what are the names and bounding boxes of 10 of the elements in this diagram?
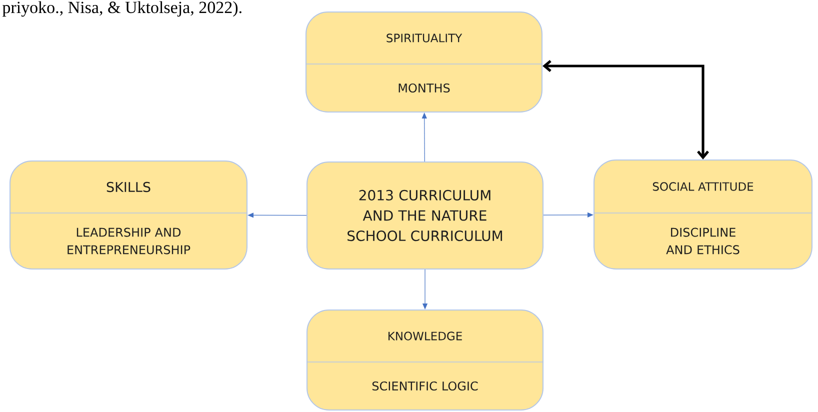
arrow: [422, 112, 427, 162]
rounded-box: SPIRITUALITY MONTHS: [306, 12, 542, 112]
arrow: [248, 212, 307, 218]
rounded-box: 2013 CURRICULUM AND THE NATURE SCHOOL CURRICULUM: [306, 162, 544, 270]
rounded-box: SOCIAL ATTITUDE DISCIPLINE AND ETHICS: [594, 160, 813, 270]
citation-text: priyoko., Nisa, & Uktolseja, 2022).: [2, 1, 242, 17]
arrow: [542, 60, 709, 160]
arrow: [543, 212, 594, 218]
rounded-box: KNOWLEDGE SCIENTIFIC LOGIC: [306, 310, 544, 410]
rounded-box: SKILLS LEADERSHIP AND ENTREPRENEURSHIP: [10, 160, 248, 270]
